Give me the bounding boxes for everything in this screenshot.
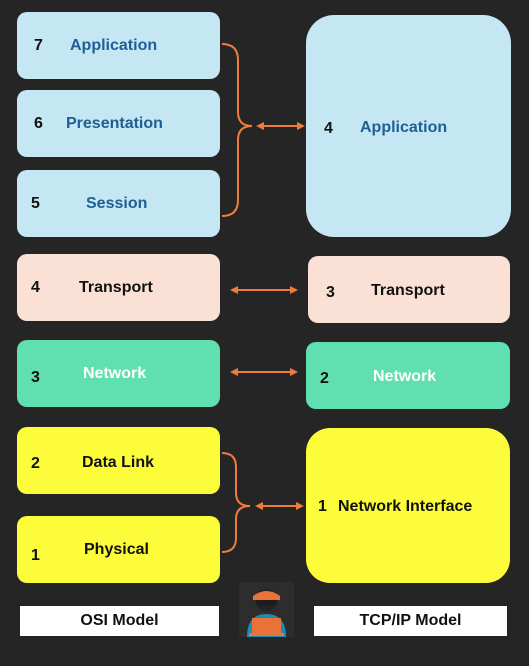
osi-layer-3-number: 3	[31, 369, 40, 386]
tcpip-layer-2-label: Network	[373, 368, 437, 385]
osi-layer-7-label: Application	[70, 37, 158, 54]
tcpip-layer-4-box: 4 Application	[306, 15, 511, 237]
osi-layer-1-number: 1	[31, 547, 40, 564]
osi-layer-4-box: 4 Transport	[17, 254, 220, 321]
osi-layer-1-box: 1 Physical	[17, 516, 220, 583]
tcpip-model-label: TCP/IP Model	[313, 605, 508, 637]
upper-layers-bracket	[221, 43, 253, 217]
osi-layer-6-box: 6 Presentation	[17, 90, 220, 157]
osi-layer-7-number: 7	[34, 37, 43, 54]
osi-layer-6-label: Presentation	[66, 115, 163, 132]
osi-layer-5-label: Session	[86, 195, 148, 212]
osi-layer-5-box: 5 Session	[17, 170, 220, 237]
tcpip-layer-4-number: 4	[324, 120, 333, 137]
osi-layer-2-number: 2	[31, 455, 40, 472]
tcpip-layer-3-number: 3	[326, 284, 335, 301]
osi-layer-3-box: 3 Network	[17, 340, 220, 407]
tcpip-model-label-text: TCP/IP Model	[359, 612, 462, 629]
osi-layer-7-box: 7 Application	[17, 12, 220, 79]
tcpip-layer-2-box: 2 Network	[306, 342, 510, 409]
osi-layer-4-number: 4	[31, 279, 40, 296]
tcpip-layer-4-label: Application	[360, 119, 448, 136]
osi-layer-4-label: Transport	[79, 279, 153, 296]
lower-layers-bracket	[221, 452, 251, 553]
tcpip-layer-1-label: Network Interface	[338, 498, 473, 515]
osi-model-label: OSI Model	[19, 605, 220, 637]
osi-model-label-text: OSI Model	[80, 612, 159, 629]
osi-layer-6-number: 6	[34, 115, 43, 132]
osi-layer-5-number: 5	[31, 195, 40, 212]
osi-layer-3-label: Network	[83, 365, 147, 382]
tcpip-layer-1-box: 1 Network Interface	[306, 428, 510, 583]
tcpip-layer-1-number: 1	[318, 498, 327, 515]
tcpip-layer-2-number: 2	[320, 370, 329, 387]
hacker-laptop-icon	[239, 582, 294, 637]
osi-layer-2-label: Data Link	[82, 454, 155, 471]
tcpip-layer-3-label: Transport	[371, 282, 445, 299]
osi-layer-1-label: Physical	[84, 541, 149, 558]
osi-layer-2-box: 2 Data Link	[17, 427, 220, 494]
tcpip-layer-3-box: 3 Transport	[308, 256, 510, 323]
